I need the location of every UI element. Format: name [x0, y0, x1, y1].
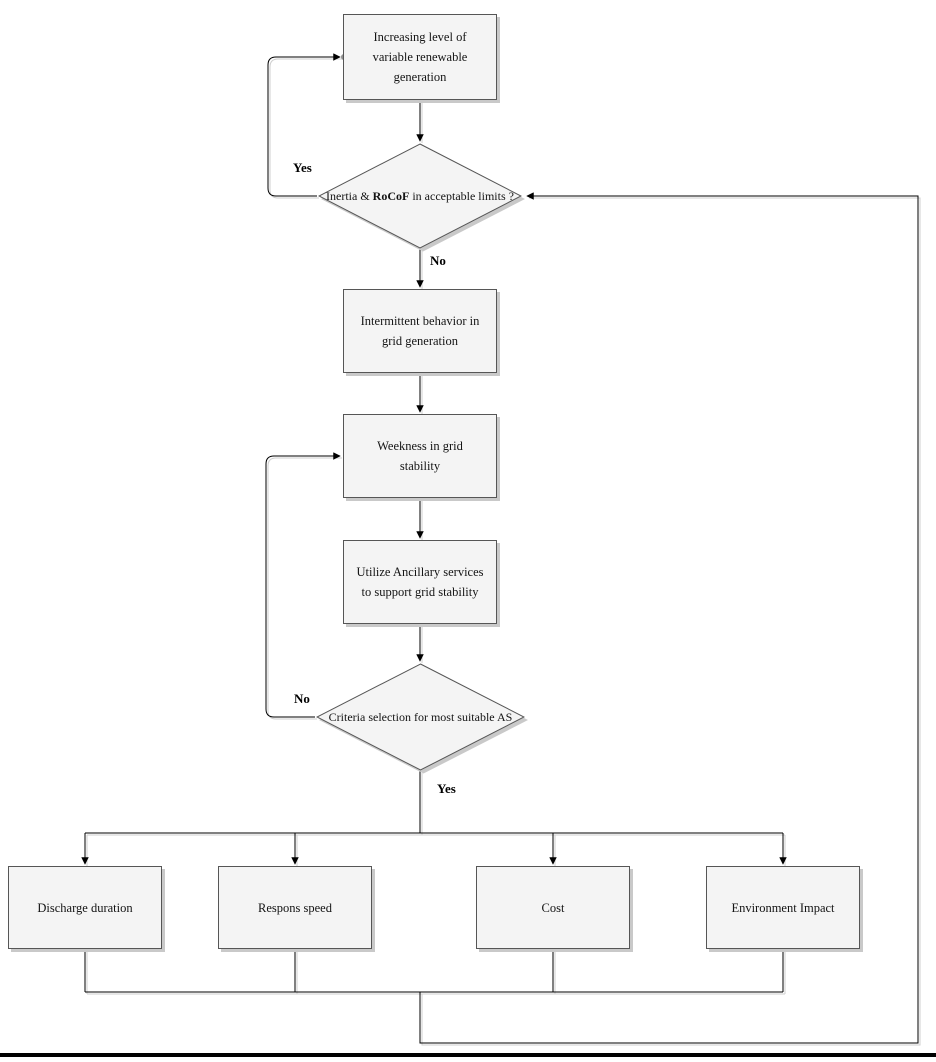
edge-label-criteria-yes: Yes [437, 781, 456, 796]
node-increasing-renewables: Increasing level of variable renewable g… [343, 14, 497, 100]
page-bottom-rule [0, 1053, 936, 1057]
node-criteria-decision: Criteria selection for most suitable AS [316, 663, 525, 771]
node-label: Cost [541, 900, 565, 915]
edge-feedback-to-inertia [419, 192, 919, 1044]
connector-shadows [86, 58, 921, 1046]
label-part-bold: RoCoF [372, 188, 410, 203]
node-label: Criteria selection for most suitable AS [328, 709, 513, 724]
diamond-shape [318, 143, 522, 249]
node-criterion-cost: Cost [476, 866, 630, 949]
node-label: Increasing level of variable renewable g… [372, 30, 468, 84]
edge-label-inertia-yes: Yes [293, 160, 312, 175]
edge-inertia-yes-loop [267, 53, 341, 197]
label-part: in acceptable limits ? [409, 188, 514, 203]
node-label: Utilize Ancillary services to support gr… [356, 565, 484, 599]
node-criterion-response-speed: Respons speed [218, 866, 372, 949]
node-inertia-decision: Inertia & RoCoF in acceptable limits ? [318, 143, 522, 249]
node-label: Discharge duration [37, 900, 133, 915]
node-grid-weakness: Weekness in grid stability [343, 414, 497, 498]
node-criterion-discharge-duration: Discharge duration [8, 866, 162, 949]
node-intermittent-behavior: Intermittent behavior in grid generation [343, 289, 497, 373]
node-label: Inertia & RoCoF in acceptable limits ? [326, 189, 514, 204]
node-ancillary-services: Utilize Ancillary services to support gr… [343, 540, 497, 624]
node-label: Weekness in grid stability [377, 439, 463, 473]
edge-label-inertia-no: No [430, 253, 446, 268]
label-part: Inertia & [326, 188, 373, 203]
diamond-shape [316, 663, 525, 771]
node-label: Intermittent behavior in grid generation [360, 314, 480, 348]
node-criterion-environment-impact: Environment Impact [706, 866, 860, 949]
edge-criteria-no-loop [265, 452, 341, 718]
edge-label-criteria-no: No [294, 691, 310, 706]
node-label: Environment Impact [731, 900, 835, 915]
node-label: Respons speed [258, 900, 332, 915]
